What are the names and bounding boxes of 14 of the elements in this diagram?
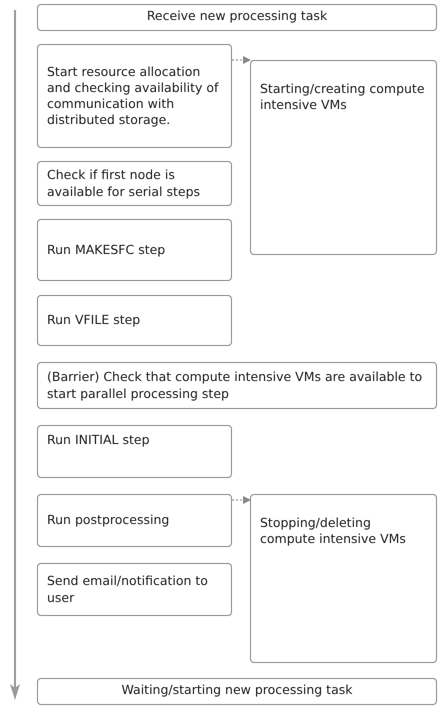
process-box: Run INITIAL step [37, 425, 232, 478]
process-box: Run VFILE step [37, 295, 232, 346]
process-box: Send email/notification to user [37, 563, 232, 616]
process-bar: Receive new processing task [37, 4, 437, 31]
dashed-arrow [232, 496, 251, 504]
process-bar: Waiting/starting new processing task [37, 678, 437, 705]
process-box: Stopping/deleting compute intensive VMs [250, 494, 437, 663]
dashed-arrow [232, 56, 251, 64]
process-box: Start resource allocation and checking availability of communication with distributed storage. [37, 44, 232, 148]
process-box: Check if first node is available for serial steps [37, 161, 232, 206]
process-bar: (Barrier) Check that compute intensive VMs are available to start parallel processing step [37, 362, 437, 409]
process-box: Starting/creating compute intensive VMs [250, 60, 437, 255]
process-box: Run MAKESFC step [37, 219, 232, 281]
process-box: Run postprocessing [37, 494, 232, 547]
